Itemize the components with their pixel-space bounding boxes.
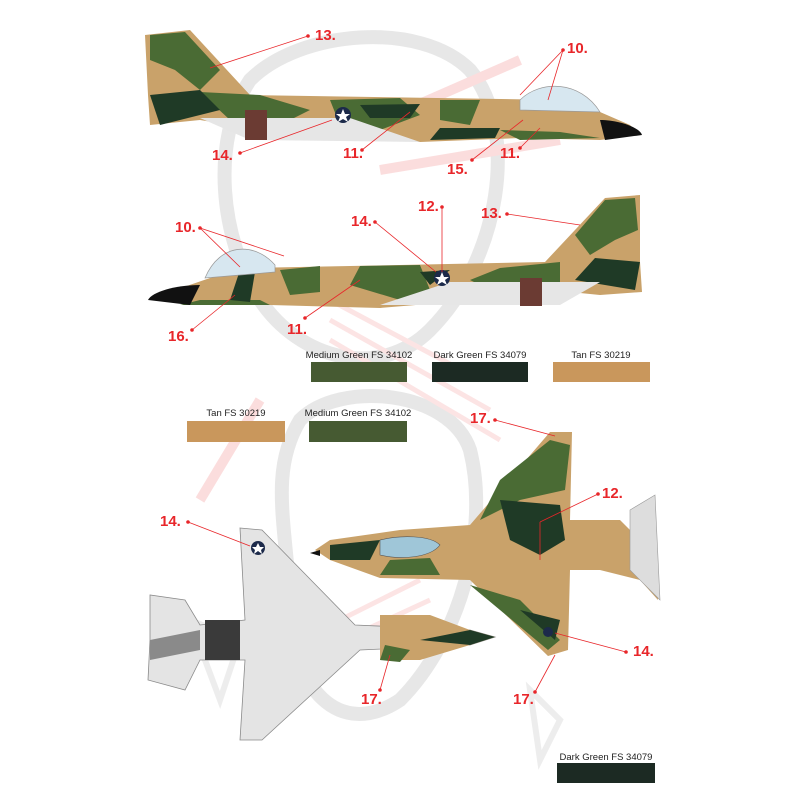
- callout-label: 11.: [287, 321, 307, 338]
- svg-text:Dark Green FS 34079: Dark Green FS 34079: [560, 752, 653, 763]
- callout-label: 17.: [513, 691, 534, 708]
- svg-text:Dark Green FS 34079: Dark Green FS 34079: [434, 350, 527, 361]
- callout-label: 17.: [470, 410, 491, 427]
- svg-text:Tan FS 30219: Tan FS 30219: [206, 408, 265, 419]
- color-swatch-dark-green: Dark Green FS 34079: [432, 350, 528, 382]
- intake-icon: [245, 110, 267, 140]
- callout-label: 10.: [175, 219, 196, 236]
- callout-label: 10.: [567, 40, 588, 57]
- intake-icon: [520, 278, 542, 306]
- callout-label: 11.: [500, 145, 520, 162]
- nose-radome-icon: [600, 120, 642, 140]
- callout-label: 11.: [343, 145, 363, 162]
- side-view-left-aircraft: [148, 195, 642, 308]
- callout-leader-lines: [186, 34, 628, 694]
- callout-label: 14.: [633, 643, 654, 660]
- callout-label: 17.: [361, 691, 382, 708]
- callout-label: 13.: [315, 27, 336, 44]
- callout-label: 14.: [160, 513, 181, 530]
- svg-text:Medium Green FS 34102: Medium Green FS 34102: [305, 408, 412, 419]
- bottom-view-underside-aircraft: [147, 527, 497, 741]
- callout-label: 13.: [481, 205, 502, 222]
- nose-radome-icon: [148, 285, 200, 305]
- callout-label: 16.: [168, 328, 189, 345]
- color-swatch-tan: Tan FS 30219: [187, 408, 285, 442]
- callout-label: 14.: [351, 213, 372, 230]
- color-swatch-medium-green: Medium Green FS 34102: [306, 350, 413, 382]
- callout-label: 14.: [212, 147, 233, 164]
- national-insignia-icon: [543, 627, 553, 637]
- color-swatch-dark-green: Dark Green FS 34079: [557, 752, 655, 783]
- callout-label: 12.: [602, 485, 623, 502]
- color-swatch-tan: Tan FS 30219: [553, 350, 650, 382]
- side-view-right-aircraft: [145, 30, 642, 142]
- svg-text:Medium Green FS 34102: Medium Green FS 34102: [306, 350, 413, 361]
- color-swatch-medium-green: Medium Green FS 34102: [305, 408, 412, 442]
- svg-text:Tan FS 30219: Tan FS 30219: [571, 350, 630, 361]
- callout-label: 15.: [447, 161, 468, 178]
- top-view-camo-aircraft: [310, 432, 661, 656]
- callout-label: 12.: [418, 198, 439, 215]
